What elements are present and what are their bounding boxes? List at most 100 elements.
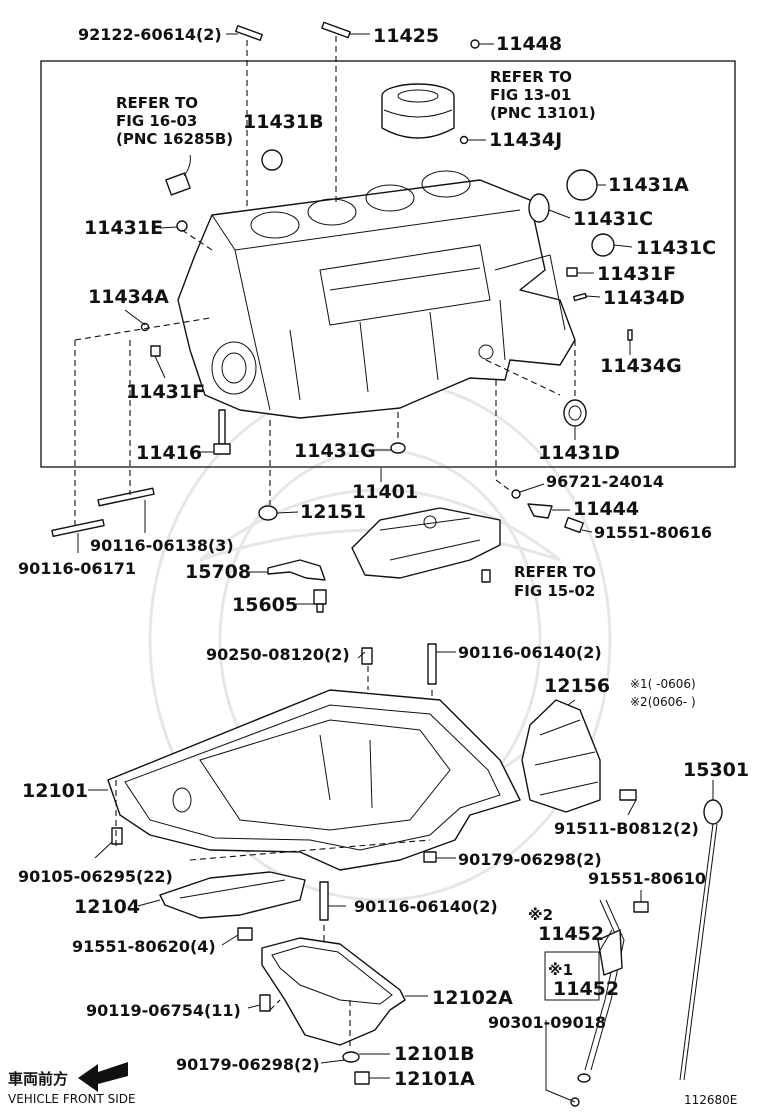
bolt-91551-80610[interactable] [633,901,649,913]
bolt-91551-80616[interactable] [564,516,584,534]
ref-piston-line2[interactable]: FIG 13-01 [490,86,571,104]
piston-ref[interactable] [381,83,455,139]
pin-11434J[interactable] [459,135,469,145]
oil-pan-12102A[interactable] [261,937,406,1046]
label-90179-06298-b[interactable]: 90179-06298(2) [176,1055,320,1074]
label-12101B[interactable]: 12101B [394,1043,475,1065]
label-90179-06298-a[interactable]: 90179-06298(2) [458,850,602,869]
label-11434J[interactable]: 11434J [489,129,562,151]
label-96721-24014[interactable]: 96721-24014 [546,472,664,491]
label-11452-type2[interactable]: 11452 [538,923,604,945]
label-11452-type1[interactable]: 11452 [553,978,619,1000]
plug-11431C-1[interactable] [528,193,550,223]
label-91551-80620[interactable]: 91551-80620(4) [72,937,216,956]
label-91511-B0812[interactable]: 91511-B0812(2) [554,819,699,838]
nozzle-11444[interactable] [527,503,553,519]
label-90116-06140-b[interactable]: 90116-06140(2) [354,897,498,916]
label-91551-80610[interactable]: 91551-80610 [588,869,706,888]
label-11431D[interactable]: 11431D [538,442,620,464]
label-11416[interactable]: 11416 [136,442,202,464]
bolt-oil-pump-ref[interactable] [481,569,491,583]
label-11448[interactable]: 11448 [496,33,562,55]
stud-11425[interactable] [321,21,351,39]
ref-oilpump-line2[interactable]: FIG 15-02 [514,582,595,600]
label-12104[interactable]: 12104 [74,896,140,918]
label-11401[interactable]: 11401 [352,481,418,503]
oil-pump-ref[interactable] [351,507,501,579]
label-11431F-left[interactable]: 11431F [126,381,205,403]
plug-11431C-2[interactable] [591,233,615,257]
label-11431G[interactable]: 11431G [294,440,376,462]
label-11431A[interactable]: 11431A [608,174,689,196]
label-15708[interactable]: 15708 [185,561,251,583]
label-90301-09018[interactable]: 90301-09018 [488,1013,606,1032]
label-90116-06138[interactable]: 90116-06138(3) [90,536,234,555]
label-11434D[interactable]: 11434D [603,287,685,309]
gasket-12101B[interactable] [342,1051,360,1063]
label-90250-08120[interactable]: 90250-08120(2) [206,645,350,664]
seal-11431D[interactable] [563,399,587,427]
vehicle-front-arrow-icon [78,1062,128,1092]
label-90116-06171[interactable]: 90116-06171 [18,559,136,578]
plug-11431B[interactable] [261,149,283,171]
label-15605[interactable]: 15605 [232,594,298,616]
label-90105-06295[interactable]: 90105-06295(22) [18,867,173,886]
label-12151[interactable]: 12151 [300,501,366,523]
label-11431C-1[interactable]: 11431C [573,208,653,230]
label-11452-mark1: ※1 [548,961,573,979]
oil-pan-12101[interactable] [107,689,521,871]
label-11431B[interactable]: 11431B [243,111,324,133]
label-12102A[interactable]: 12102A [432,987,513,1009]
label-90119-06754[interactable]: 90119-06754(11) [86,1001,241,1020]
plug-11431F-right[interactable] [566,267,578,277]
stud-90116-06140-a[interactable] [427,643,437,685]
bolt-90119[interactable] [259,994,271,1012]
stud-90250[interactable] [361,647,373,665]
plug-12151[interactable] [258,505,278,521]
plug-12101A[interactable] [354,1071,370,1085]
bolt-90105[interactable] [111,827,123,845]
plug-11431F-left[interactable] [150,345,161,357]
baffle-12156[interactable] [521,699,601,813]
label-15301[interactable]: 15301 [683,759,749,781]
ref-sensor-line2[interactable]: FIG 16-03 [116,112,197,130]
ref-sensor-line1: REFER TO [116,94,198,112]
label-92122-60614[interactable]: 92122-60614(2) [78,25,222,44]
label-11434G[interactable]: 11434G [600,355,682,377]
pin-11434G[interactable] [627,329,633,341]
bolt-11416[interactable] [213,409,231,455]
strainer-15605[interactable] [313,589,327,613]
dipstick-15301[interactable] [679,799,723,1081]
guide-11452[interactable] [584,899,625,1071]
label-12101[interactable]: 12101 [22,780,88,802]
label-11434A[interactable]: 11434A [88,286,169,308]
label-11431E[interactable]: 11431E [84,217,163,239]
pin-11434D[interactable] [572,292,588,302]
plate-12104[interactable] [159,871,306,919]
stud-90116-06140-b[interactable] [319,881,329,921]
direction-label-jp: 車両前方 [8,1070,68,1088]
label-12101A[interactable]: 12101A [394,1068,475,1090]
pin-11448[interactable] [470,39,480,49]
stud-92122[interactable] [235,25,263,41]
plug-11431A[interactable] [566,169,598,201]
plug-11431G[interactable] [390,442,406,454]
stud-90116-06171[interactable] [51,518,105,538]
sensor-ref[interactable] [165,154,191,196]
stud-90116-06138[interactable] [97,487,155,507]
nut-90179-a[interactable] [423,851,437,863]
label-11444[interactable]: 11444 [573,498,639,520]
label-11431F-right[interactable]: 11431F [597,263,676,285]
bolt-91511-B0812[interactable] [619,789,637,801]
bolt-91551-80620[interactable] [237,927,253,941]
plug-96721[interactable] [511,489,521,499]
label-11425[interactable]: 11425 [373,25,439,47]
label-12156[interactable]: 12156 [544,675,610,697]
plug-11431E[interactable] [176,220,188,232]
cylinder-block[interactable] [177,170,576,419]
label-90116-06140-a[interactable]: 90116-06140(2) [458,643,602,662]
label-11431C-2[interactable]: 11431C [636,237,716,259]
strainer-bracket-15708[interactable] [267,559,326,581]
label-91551-80616[interactable]: 91551-80616 [594,523,712,542]
